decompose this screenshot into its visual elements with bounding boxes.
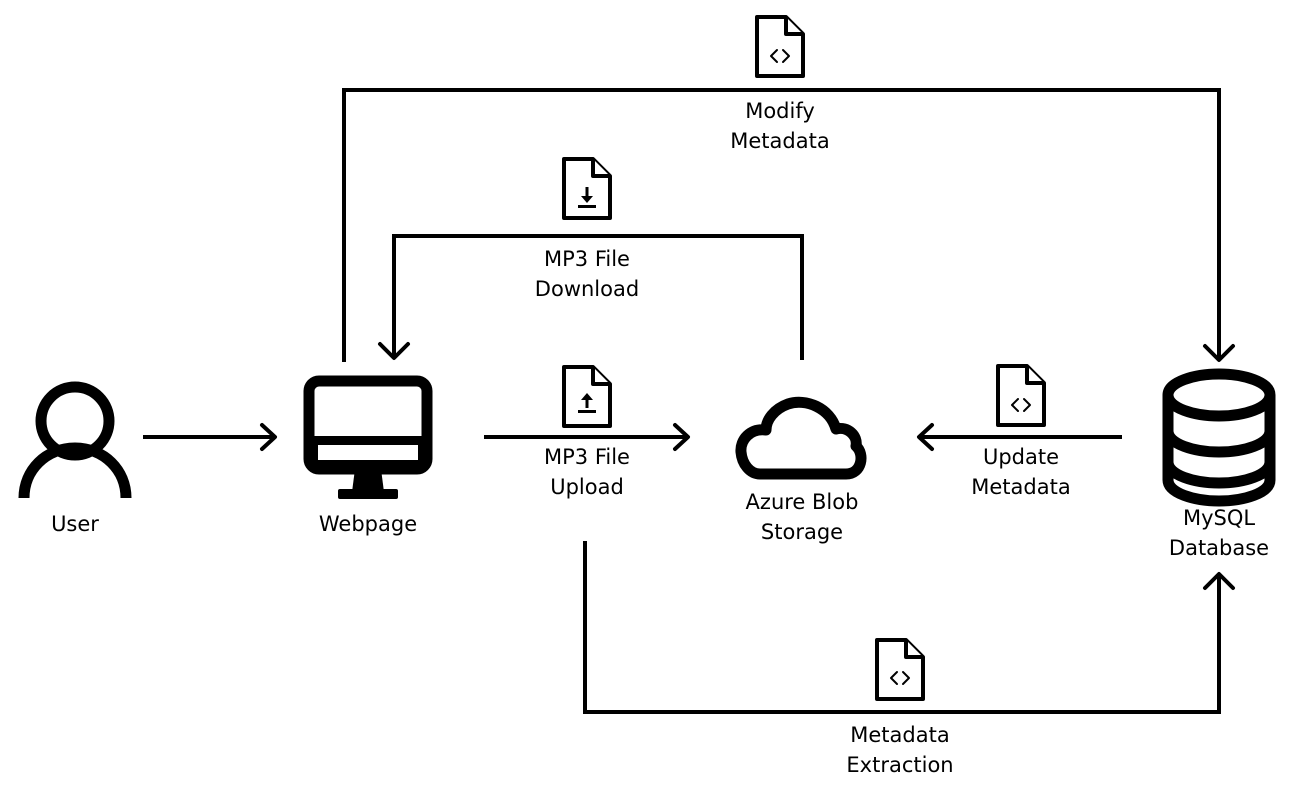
modify-metadata-connector xyxy=(342,88,1235,362)
modify-metadata-line-1: Modify xyxy=(745,99,815,123)
user-icon xyxy=(18,381,132,499)
download-file-icon xyxy=(562,157,612,220)
mysql-label-line-1: MySQL xyxy=(1182,506,1256,530)
user-label: User xyxy=(51,509,99,539)
mp3-download-line-1: MP3 File xyxy=(544,247,630,271)
mp3-download-label: MP3 File Download xyxy=(535,244,639,304)
mp3-upload-arrow xyxy=(484,423,690,451)
metadata-extraction-connector xyxy=(583,541,1235,714)
mp3-download-line-2: Download xyxy=(534,277,640,301)
metadata-extraction-line-1: Metadata xyxy=(850,723,950,747)
modify-metadata-label: Modify Metadata xyxy=(730,96,829,156)
update-metadata-arrow xyxy=(917,423,1122,451)
upload-file-icon xyxy=(562,365,612,428)
user-label-text: User xyxy=(51,512,99,536)
update-metadata-line-2: Metadata xyxy=(971,475,1071,499)
cloud-icon xyxy=(735,396,867,480)
mp3-download-connector xyxy=(378,234,804,360)
mysql-label-line-2: Database xyxy=(1168,536,1270,560)
azure-label-line-1: Azure Blob xyxy=(745,490,859,514)
mysql-database-label: MySQL Database xyxy=(1169,503,1269,563)
azure-blob-storage-label: Azure Blob Storage xyxy=(746,487,859,547)
user-to-webpage-arrow xyxy=(143,423,277,451)
code-file-icon xyxy=(875,638,925,701)
code-file-icon xyxy=(755,15,805,78)
azure-label-line-2: Storage xyxy=(760,520,844,544)
database-icon xyxy=(1162,368,1276,507)
mp3-upload-label: MP3 File Upload xyxy=(544,442,630,502)
modify-metadata-line-2: Metadata xyxy=(730,129,830,153)
mp3-upload-line-2: Upload xyxy=(550,475,624,499)
update-metadata-line-1: Update xyxy=(982,445,1060,469)
metadata-extraction-label: Metadata Extraction xyxy=(846,720,953,780)
webpage-label-text: Webpage xyxy=(318,512,418,536)
metadata-extraction-line-2: Extraction xyxy=(846,753,954,777)
webpage-label: Webpage xyxy=(319,509,417,539)
code-file-icon xyxy=(996,364,1046,427)
update-metadata-label: Update Metadata xyxy=(971,442,1070,502)
monitor-icon xyxy=(303,375,433,499)
mp3-upload-line-1: MP3 File xyxy=(544,445,630,469)
